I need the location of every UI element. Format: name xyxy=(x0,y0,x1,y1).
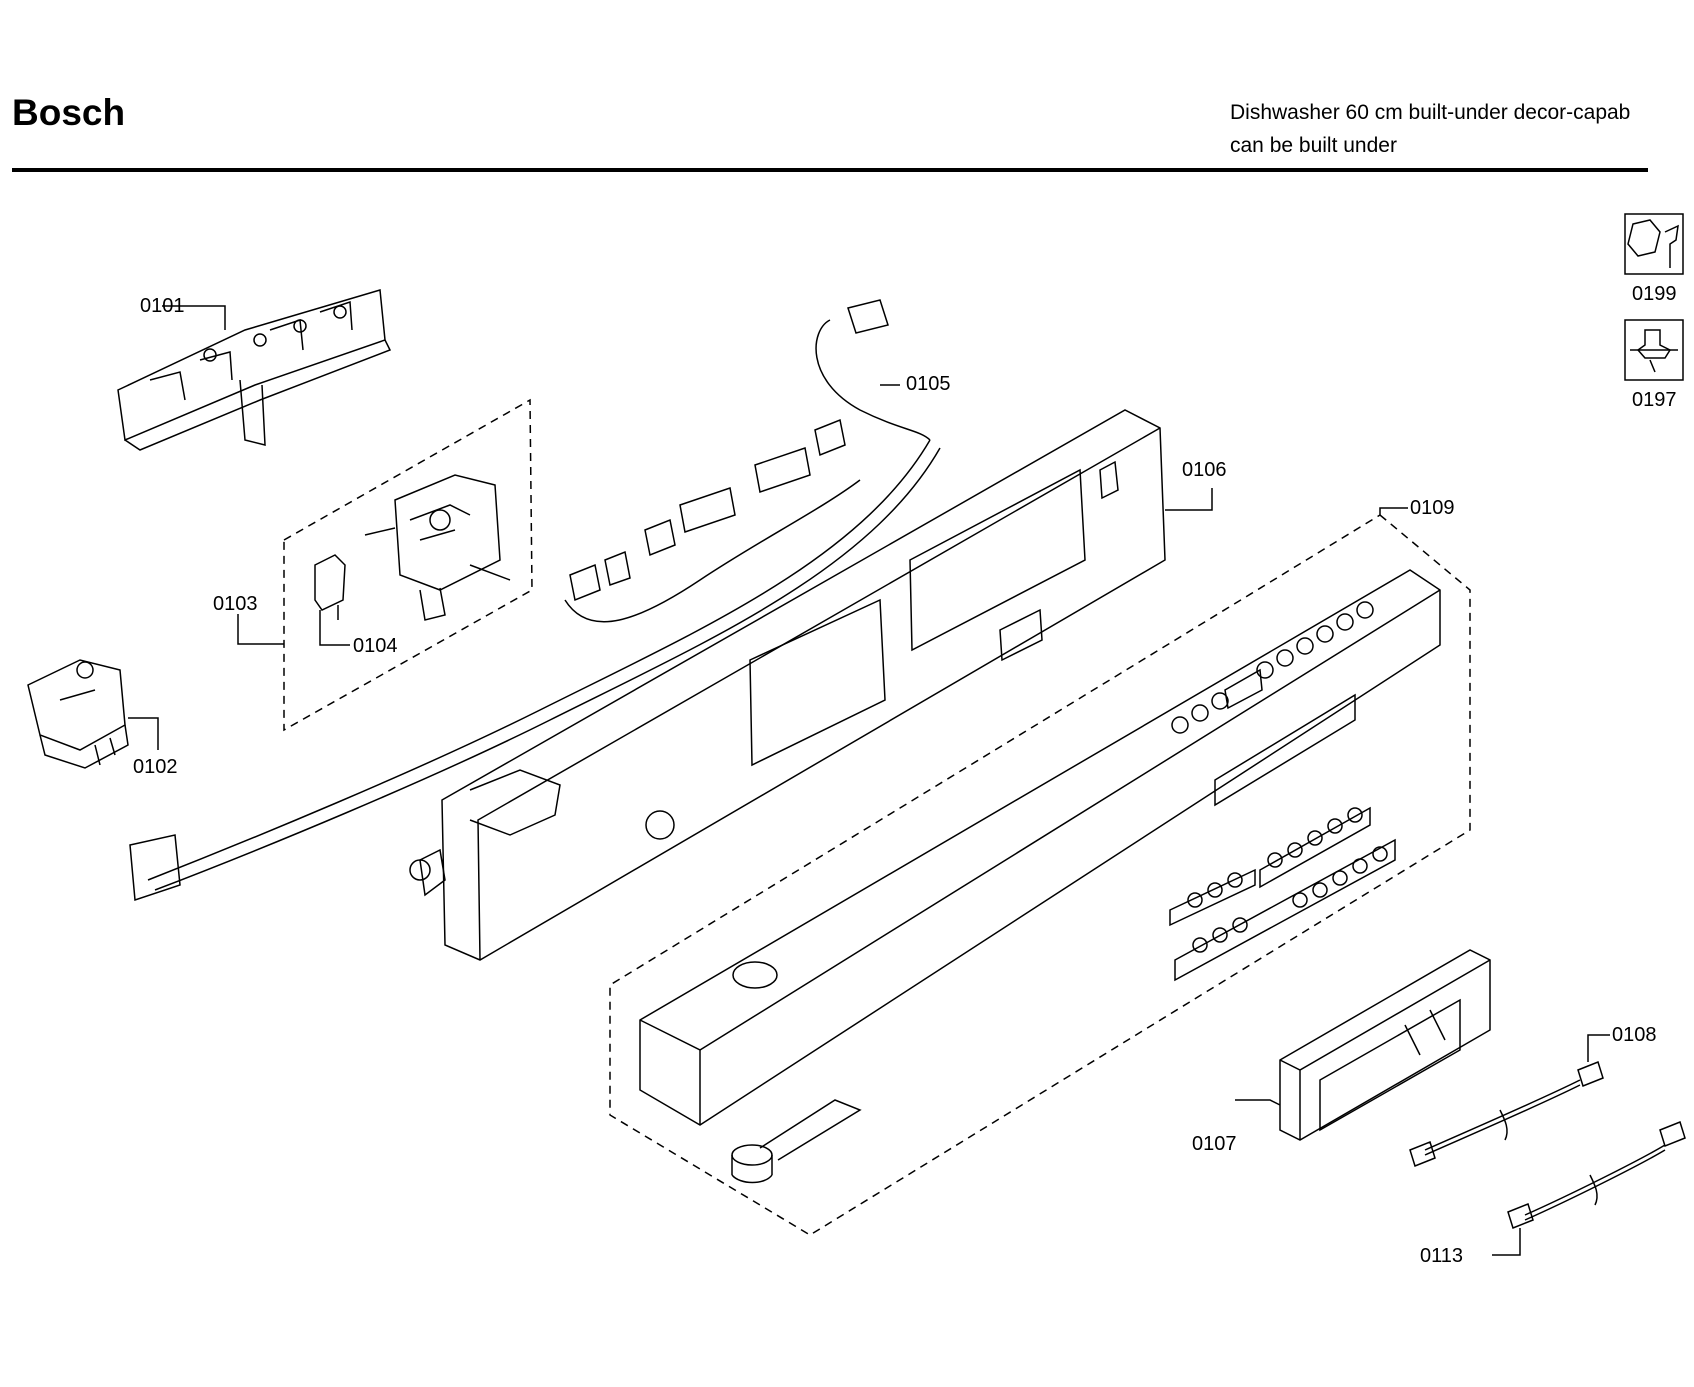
part-0105-wiring-harness[interactable] xyxy=(129,299,941,902)
label-0109: 0109 xyxy=(1410,497,1455,519)
part-0109-fascia-panel[interactable] xyxy=(639,569,1441,1126)
leader-0108 xyxy=(1587,1034,1610,1062)
part-0108-cable[interactable] xyxy=(1409,1061,1604,1167)
label-0199: 0199 xyxy=(1632,283,1677,305)
part-0107-display-module[interactable] xyxy=(1279,949,1491,1141)
part-knob[interactable] xyxy=(731,1099,862,1184)
label-0102: 0102 xyxy=(133,756,178,778)
label-0113: 0113 xyxy=(1420,1245,1463,1267)
brand-logo-text: Bosch xyxy=(12,92,126,133)
description-line-2: can be built under xyxy=(1230,134,1397,157)
part-0113-cable[interactable] xyxy=(1507,1121,1686,1229)
part-0103-switch-assembly[interactable] xyxy=(364,474,511,621)
part-0102-switch[interactable] xyxy=(27,659,129,769)
label-0104: 0104 xyxy=(353,635,398,657)
group-0109-boundary xyxy=(609,514,1471,1236)
model-description: Dishwasher 60 cm built-under decor-capab… xyxy=(1230,96,1630,162)
header-divider xyxy=(12,168,1648,172)
grease-gun-icon xyxy=(1624,319,1684,381)
leader-0103 xyxy=(237,614,284,645)
description-line-1: Dishwasher 60 cm built-under decor-capab xyxy=(1230,101,1631,124)
label-0101: 0101 xyxy=(140,295,185,317)
leader-0102 xyxy=(128,717,159,750)
wrench-nut-icon xyxy=(1624,213,1684,275)
label-0103: 0103 xyxy=(213,593,258,615)
leader-0104 xyxy=(319,625,350,646)
leader-0113 xyxy=(1492,1228,1521,1256)
leader-0106 xyxy=(1165,488,1213,511)
label-0107: 0107 xyxy=(1192,1133,1237,1155)
label-0108: 0108 xyxy=(1612,1024,1657,1046)
part-0101-control-module[interactable] xyxy=(117,289,392,451)
part-0104-relay[interactable] xyxy=(314,554,346,625)
part-button-strips[interactable] xyxy=(1169,806,1396,982)
leader-0101 xyxy=(162,305,226,330)
label-0105: 0105 xyxy=(906,373,951,395)
label-0197: 0197 xyxy=(1632,389,1677,411)
leader-0109 xyxy=(1379,507,1408,515)
group-0103-boundary xyxy=(283,398,533,732)
leader-0107 xyxy=(1235,1099,1281,1106)
label-0106: 0106 xyxy=(1182,459,1227,481)
part-0106-control-frame[interactable] xyxy=(409,409,1166,961)
